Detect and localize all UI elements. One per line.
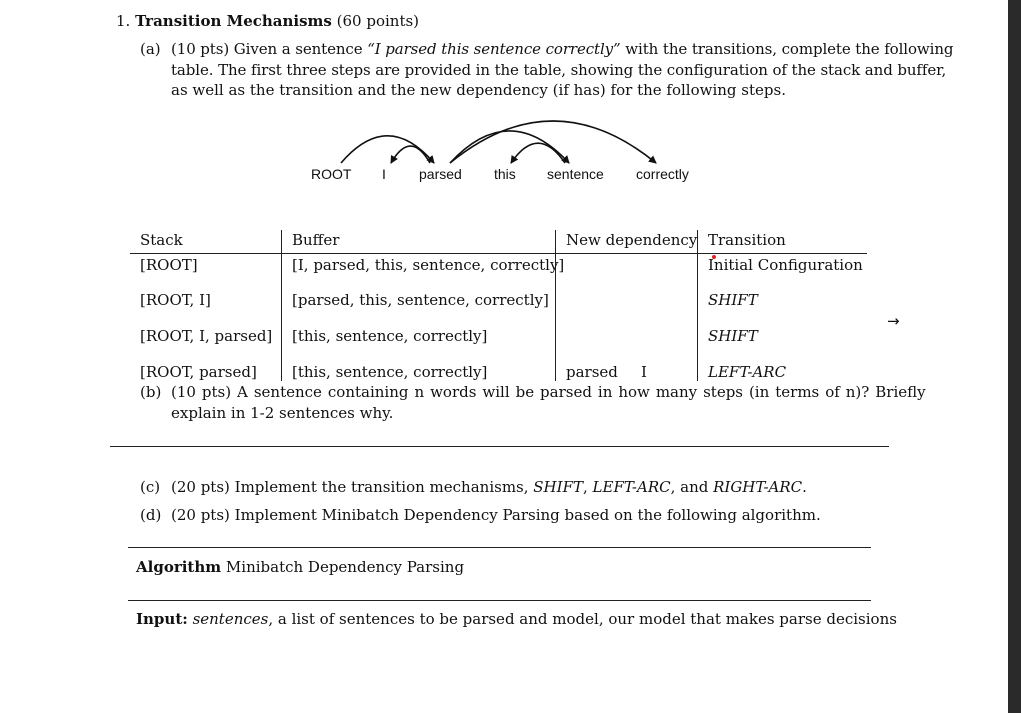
- vertical-scrollbar[interactable]: [1008, 0, 1021, 713]
- question-number: 1.: [116, 12, 131, 30]
- row-3-stack: [ROOT, parsed]: [140, 363, 257, 381]
- part-b-label: (b): [140, 383, 162, 401]
- algorithm-title: Algorithm Minibatch Dependency Parsing: [136, 558, 464, 576]
- dependency-arc-2: [449, 120, 657, 164]
- column-divider: [555, 230, 556, 381]
- question-heading: 1. Transition Mechanisms (60 points): [116, 12, 419, 30]
- word-correctly: correctly: [636, 166, 689, 182]
- algorithm-top-rule: [128, 547, 871, 548]
- word-parsed: parsed: [419, 166, 462, 182]
- part-c-sep1: ,: [582, 478, 593, 496]
- input-label: Input:: [136, 610, 188, 628]
- arrow-right-icon: →: [887, 312, 900, 330]
- row-1-buffer: [parsed, this, sentence, correctly]: [292, 291, 549, 309]
- part-c-label: (c): [140, 478, 161, 496]
- row-1-stack: [ROOT, I]: [140, 291, 211, 309]
- row-2-buffer: [this, sentence, correctly]: [292, 327, 488, 345]
- part-b-line1: (10 pts) A sentence containing n words w…: [171, 383, 926, 401]
- header-new-dependency: New dependency: [566, 231, 698, 249]
- word-root: ROOT: [311, 166, 352, 182]
- row-3-dep-child: I: [641, 363, 647, 381]
- part-c-right-arc: RIGHT-ARC: [713, 478, 803, 496]
- question-title: Transition Mechanisms: [135, 12, 332, 30]
- word-sentence: sentence: [547, 166, 604, 182]
- algorithm-label: Algorithm: [136, 558, 222, 576]
- section-divider: [110, 446, 889, 447]
- algorithm-name: Minibatch Dependency Parsing: [221, 558, 465, 576]
- part-a-line3: as well as the transition and the new de…: [171, 81, 786, 99]
- row-0-stack: [ROOT]: [140, 256, 198, 274]
- row-2-stack: [ROOT, I, parsed]: [140, 327, 273, 345]
- part-a-line1: (10 pts) Given a sentence “I parsed this…: [171, 40, 954, 58]
- word-i: I: [382, 166, 386, 182]
- part-c-pre: (20 pts) Implement the transition mechan…: [171, 478, 534, 496]
- part-d-text: (20 pts) Implement Minibatch Dependency …: [171, 506, 821, 524]
- header-rule: [130, 253, 867, 254]
- input-var: sentences: [187, 610, 269, 628]
- part-a-label: (a): [140, 40, 161, 58]
- dependency-arc-1: [390, 145, 431, 164]
- part-c-end: .: [802, 478, 807, 496]
- row-2-transition: SHIFT: [708, 327, 758, 345]
- cursor-dot: [712, 255, 716, 259]
- part-c-text: (20 pts) Implement the transition mechan…: [171, 478, 807, 496]
- row-0-buffer: [I, parsed, this, sentence, correctly]: [292, 256, 565, 274]
- row-0-transition: Initial Configuration: [708, 256, 863, 274]
- word-this: this: [494, 166, 516, 182]
- dependency-arc-0: [340, 135, 435, 164]
- column-divider: [281, 230, 282, 381]
- part-c-shift: SHIFT: [533, 478, 583, 496]
- row-3-dep-head: parsed: [566, 363, 618, 381]
- input-rest: , a list of sentences to be parsed and m…: [268, 610, 897, 628]
- row-1-transition: SHIFT: [708, 291, 758, 309]
- row-3-buffer: [this, sentence, correctly]: [292, 363, 488, 381]
- algorithm-input: Input: sentences, a list of sentences to…: [136, 610, 897, 628]
- dependency-arc-3: [449, 130, 570, 164]
- column-divider: [697, 230, 698, 381]
- part-c-left-arc: LEFT-ARC: [592, 478, 671, 496]
- header-stack: Stack: [140, 231, 183, 249]
- part-a-line1-rest: with the transitions, complete the follo…: [620, 40, 954, 58]
- header-transition: Transition: [708, 231, 786, 249]
- part-b-line2: explain in 1-2 sentences why.: [171, 404, 394, 422]
- part-a-sentence: “I parsed this sentence correctly”: [367, 40, 621, 58]
- row-3-transition: LEFT-ARC: [708, 363, 787, 381]
- algorithm-mid-rule: [128, 600, 871, 601]
- question-points: (60 points): [336, 12, 420, 30]
- dependency-arc-4: [510, 142, 566, 164]
- header-buffer: Buffer: [292, 231, 340, 249]
- part-a-line2: table. The first three steps are provide…: [171, 61, 947, 79]
- part-d-label: (d): [140, 506, 162, 524]
- part-a-pts: (10 pts) Given a sentence: [171, 40, 368, 58]
- part-c-sep2: , and: [670, 478, 714, 496]
